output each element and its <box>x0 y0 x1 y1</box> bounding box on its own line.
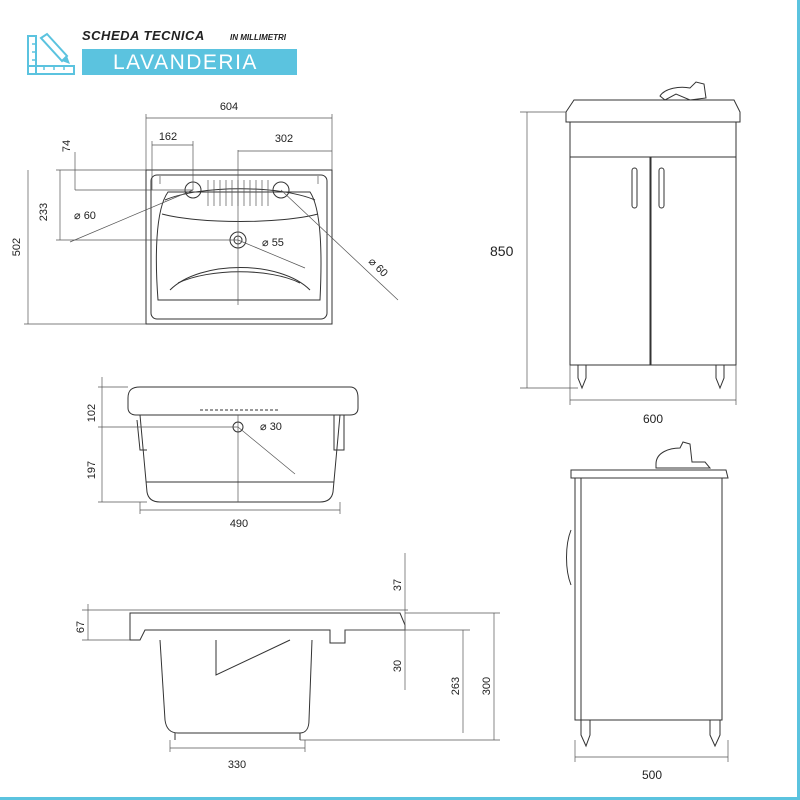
section-washboard <box>215 639 291 676</box>
door-handle-left <box>631 167 638 209</box>
category-banner: LAVANDERIA <box>82 49 297 75</box>
dim-section-rim: 67 <box>75 621 87 633</box>
dim-hole-right: ⌀ 60 <box>366 256 390 280</box>
dim-section-bottom-width: 330 <box>228 759 246 771</box>
dim-front-rim: 102 <box>86 404 98 422</box>
dim-hole-height: 233 <box>38 203 50 221</box>
dim-cabinet-depth: 500 <box>642 768 662 782</box>
dim-cabinet-width: 600 <box>643 412 663 426</box>
tap-hole-right <box>272 181 290 199</box>
dim-front-overflow: ⌀ 30 <box>260 421 282 433</box>
dim-right-offset: 302 <box>275 133 293 145</box>
sheet-title: SCHEDA TECNICA <box>82 28 205 43</box>
dim-top-width: 604 <box>220 101 238 113</box>
washboard-edge <box>164 188 316 201</box>
dim-section-overflow: 30 <box>392 660 404 672</box>
door-handle-right <box>658 167 665 209</box>
cabinet-leg-left <box>577 365 587 390</box>
cabinet-side-leg-right <box>709 720 721 748</box>
section-view: 67 37 30 263 300 330 <box>75 553 500 771</box>
dim-top-depth: 502 <box>11 238 23 256</box>
dim-section-inner-depth: 263 <box>450 677 462 695</box>
dim-section-rim-depth: 37 <box>392 579 404 591</box>
dim-drain: ⌀ 55 <box>262 237 284 249</box>
cabinet-side-sink <box>570 469 729 479</box>
cabinet-side-handle <box>566 529 572 586</box>
cabinet-side-view: 500 <box>566 441 729 782</box>
dim-left-offset: 162 <box>159 131 177 143</box>
dim-hole-left: ⌀ 60 <box>74 210 96 222</box>
section-rim <box>129 612 406 644</box>
basin-top <box>155 191 322 301</box>
cabinet-side-body <box>574 477 723 721</box>
sink-top-outline <box>145 169 333 325</box>
front-left-flange <box>136 419 147 451</box>
cabinet-leg-right <box>715 365 725 390</box>
dim-front-basin: 197 <box>86 461 98 479</box>
faucet-side <box>655 441 712 469</box>
section-basin <box>159 639 313 734</box>
front-basin <box>139 414 341 503</box>
front-view: 102 197 490 ⌀ 30 <box>86 377 359 530</box>
dim-cabinet-height: 850 <box>490 243 514 259</box>
cabinet-front-view: 850 600 <box>490 81 741 426</box>
cabinet-front-sink <box>565 99 741 123</box>
sink-top-rim <box>150 174 328 320</box>
front-rim <box>127 386 359 416</box>
faucet-front <box>659 81 707 101</box>
cabinet-door-right <box>650 156 737 366</box>
cabinet-front-top-band <box>569 121 737 158</box>
dim-section-total-depth: 300 <box>481 677 493 695</box>
ruler-pencil-icon <box>27 32 75 75</box>
cabinet-door-left <box>569 156 651 366</box>
basin-inner-lip <box>177 271 301 284</box>
dim-top-offset: 74 <box>61 140 73 152</box>
cabinet-side-leg-left <box>580 720 591 748</box>
front-side-flange <box>333 415 345 451</box>
dim-front-width: 490 <box>230 518 248 530</box>
units-note: IN MILLIMETRI <box>230 33 286 42</box>
washboard-base <box>161 213 319 222</box>
top-view: 604 162 302 74 233 502 ⌀ 60 ⌀ 55 ⌀ 60 <box>11 101 399 325</box>
